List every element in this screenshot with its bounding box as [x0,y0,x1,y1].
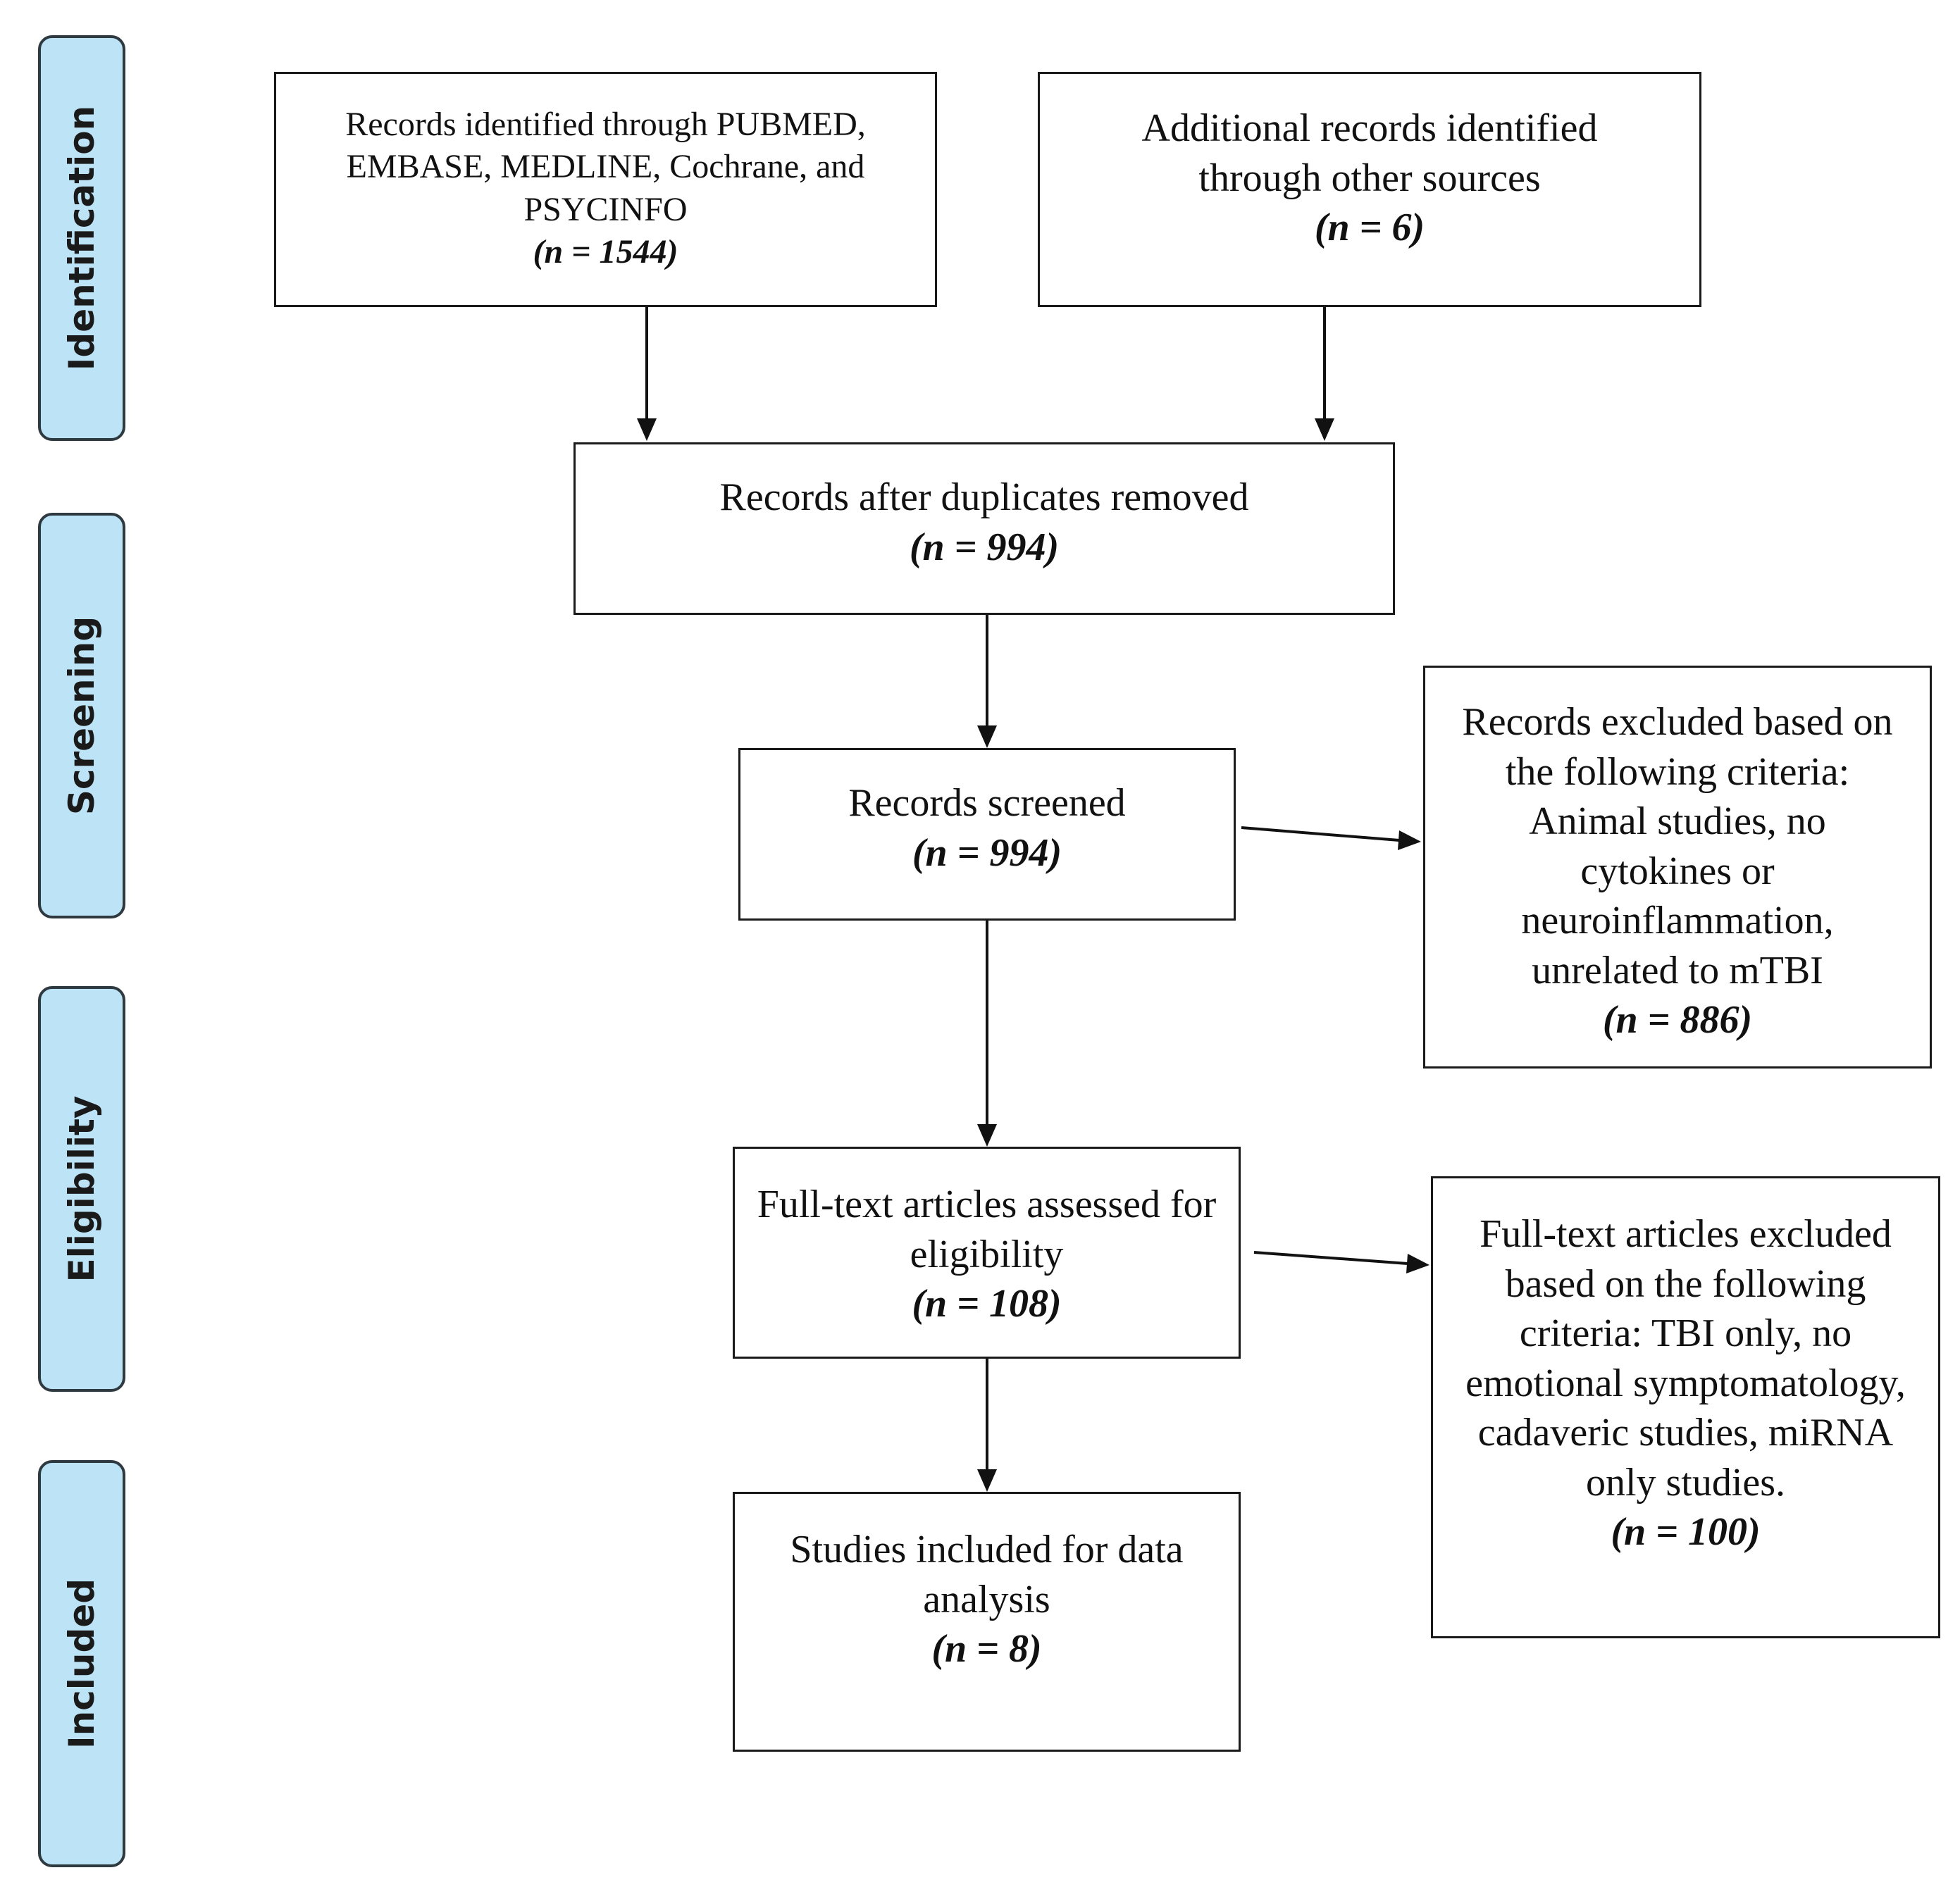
box-included-studies: Studies included for data analysis (n = … [733,1492,1241,1752]
records-excluded-text: Records excluded based on the following … [1462,700,1893,992]
phase-bar-screening: Screening [38,513,125,918]
records-excluded-count: (n = 886) [1602,998,1753,1042]
database-records-text: Records identified through PUBMED, EMBAS… [345,106,866,228]
box-records-screened: Records screened (n = 994) [738,748,1236,921]
arrow-assessed-to-excluded [1253,1251,1408,1265]
duplicates-removed-text: Records after duplicates removed [719,475,1249,519]
other-sources-count: (n = 6) [1314,206,1425,250]
included-studies-count: (n = 8) [931,1627,1042,1671]
box-full-text-excluded: Full-text articles excluded based on the… [1431,1176,1940,1638]
full-text-excluded-count: (n = 100) [1611,1510,1761,1555]
duplicates-removed-count: (n = 994) [909,525,1060,569]
phase-bar-eligibility: Eligibility [38,986,125,1392]
included-studies-text: Studies included for data analysis [790,1528,1184,1621]
box-full-text-assessed: Full-text articles assessed for eligibil… [733,1147,1241,1359]
phase-bar-identification: Identification [38,35,125,441]
arrowhead-duplicates-to-screened [977,725,997,748]
full-text-assessed-count: (n = 108) [912,1282,1062,1326]
arrowhead-other-to-duplicates [1315,418,1334,441]
other-sources-text: Additional records identified through ot… [1141,106,1598,200]
box-records-excluded: Records excluded based on the following … [1423,666,1932,1069]
arrowhead-assessed-to-excluded [1406,1254,1429,1273]
phase-bar-included: Included [38,1460,125,1867]
arrowhead-assessed-to-included [977,1469,997,1492]
box-database-records: Records identified through PUBMED, EMBAS… [274,72,937,307]
box-duplicates-removed: Records after duplicates removed (n = 99… [573,442,1395,615]
records-screened-text: Records screened [848,781,1126,825]
database-records-count: (n = 1544) [533,233,678,271]
arrowhead-database-to-duplicates [637,418,657,441]
arrow-screened-to-excluded [1241,826,1400,842]
box-other-sources: Additional records identified through ot… [1038,72,1701,307]
arrowhead-screened-to-assessed [977,1124,997,1147]
records-screened-count: (n = 994) [912,830,1062,875]
full-text-excluded-text: Full-text articles excluded based on the… [1465,1212,1906,1504]
full-text-assessed-text: Full-text articles assessed for eligibil… [757,1183,1217,1276]
arrowhead-screened-to-excluded [1398,830,1421,850]
